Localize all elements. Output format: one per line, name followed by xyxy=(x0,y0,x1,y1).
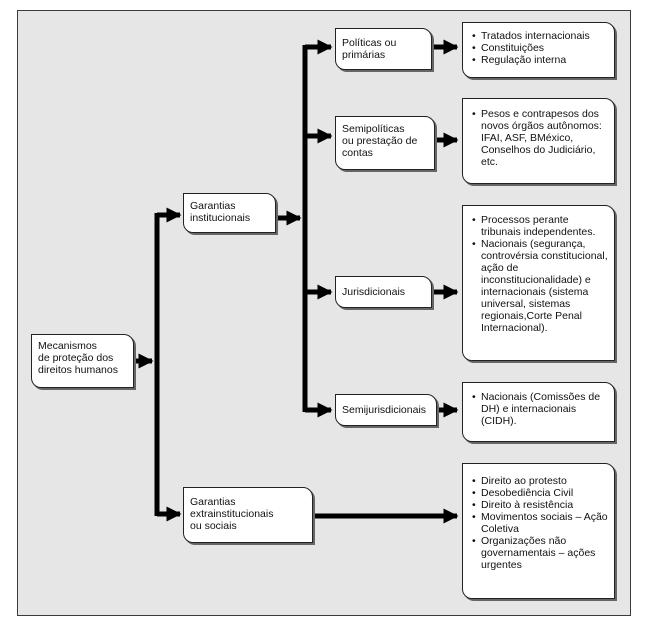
institutional-line: institucionais xyxy=(190,212,251,224)
extra-box: Garantias extrainstitucionais ou sociais xyxy=(183,487,313,543)
list-item: Direito à resistência xyxy=(472,499,608,511)
root-line: Mecanismos xyxy=(38,340,97,352)
category-line: Políticas ou xyxy=(342,37,397,49)
institutional-line: Garantias xyxy=(190,200,236,212)
list-box-politicas: Tratados internacionais Constituições Re… xyxy=(462,22,615,78)
extra-line: Garantias xyxy=(190,496,236,508)
bullet-list: Direito ao protesto Desobediência Civil … xyxy=(469,475,608,571)
bullet-list: Nacionais (Comissões de DH) e internacio… xyxy=(469,391,608,427)
category-line: Jurisdicionais xyxy=(342,286,406,298)
list-item: Regulação interna xyxy=(472,54,608,66)
list-box-social: Direito ao protesto Desobediência Civil … xyxy=(462,463,615,599)
bullet-list: Tratados internacionais Constituições Re… xyxy=(469,30,608,66)
root-line: de proteção dos xyxy=(38,352,114,364)
category-box-jurisdicionais: Jurisdicionais xyxy=(335,276,432,308)
list-item: Movimentos sociais – Ação Coletiva xyxy=(472,511,608,535)
category-line: Semijurisdicionais xyxy=(342,404,427,416)
list-item: Nacionais (segurança, controvérsia const… xyxy=(472,238,608,334)
list-item: Desobediência Civil xyxy=(472,487,608,499)
category-line: ou prestação de xyxy=(342,135,418,147)
list-box-semijurisdicionais: Nacionais (Comissões de DH) e internacio… xyxy=(462,382,615,442)
extra-line: ou sociais xyxy=(190,520,237,532)
list-item: Nacionais (Comissões de DH) e internacio… xyxy=(472,391,608,427)
list-box-semipoliticas: Pesos e contrapesos dos novos órgãos aut… xyxy=(462,98,615,184)
list-item: Tratados internacionais xyxy=(472,30,608,42)
root-line: direitos humanos xyxy=(38,364,118,376)
extra-line: extrainstitucionais xyxy=(190,508,274,520)
institutional-box: Garantias institucionais xyxy=(183,193,276,233)
category-box-semijurisdicionais: Semijurisdicionais xyxy=(335,394,437,426)
list-item: Direito ao protesto xyxy=(472,475,608,487)
list-box-jurisdicionais: Processos perante tribunais independente… xyxy=(462,205,615,361)
category-line: contas xyxy=(342,147,373,159)
category-line: Semipolíticas xyxy=(342,123,405,135)
list-item: Pesos e contrapesos dos novos órgãos aut… xyxy=(472,108,608,168)
list-item: Processos perante tribunais independente… xyxy=(472,214,608,238)
list-item: Constituições xyxy=(472,42,608,54)
category-line: primárias xyxy=(342,49,386,61)
list-item: Organizações não governamentais – ações … xyxy=(472,535,608,571)
root-box: Mecanismos de proteção dos direitos huma… xyxy=(31,334,134,388)
category-box-semipoliticas: Semipolíticas ou prestação de contas xyxy=(335,116,435,170)
bullet-list: Pesos e contrapesos dos novos órgãos aut… xyxy=(469,108,608,168)
category-box-politicas: Políticas ou primárias xyxy=(335,28,432,70)
bullet-list: Processos perante tribunais independente… xyxy=(469,214,608,334)
